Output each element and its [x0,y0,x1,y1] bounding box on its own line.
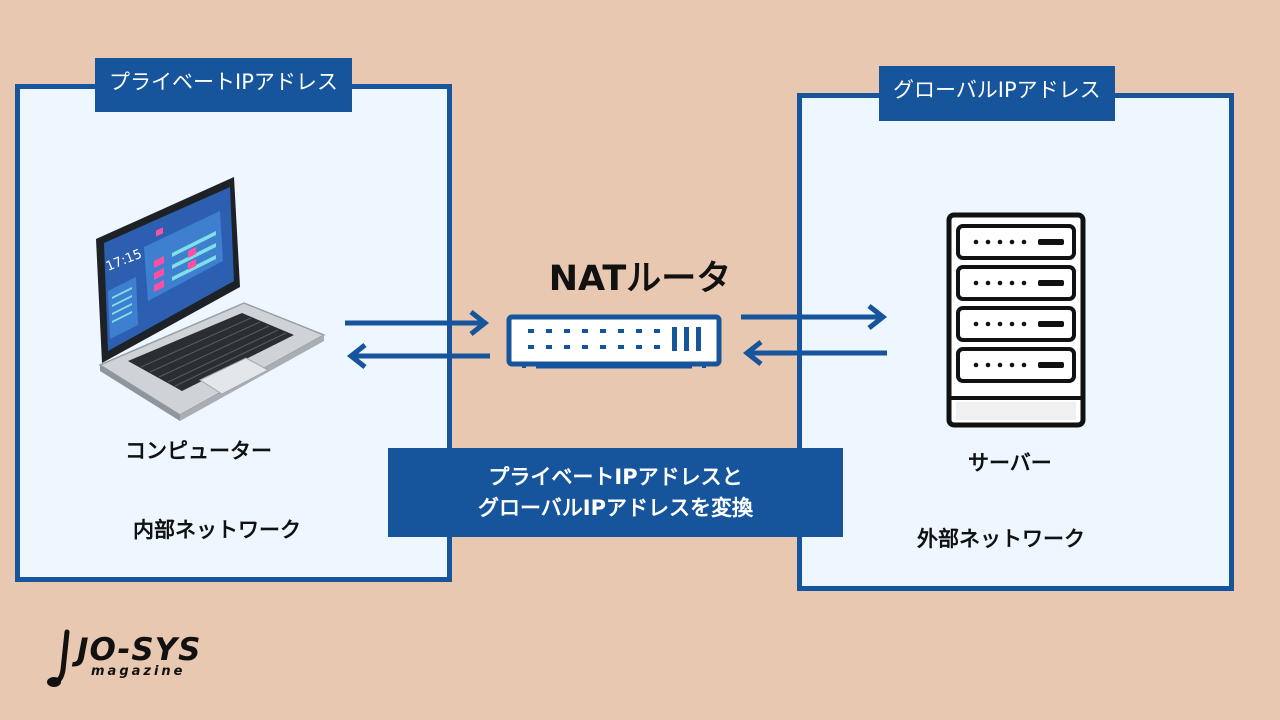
arrow-left-server-to-router [742,340,887,366]
arrow-right-router-to-server [741,304,888,330]
laptop-icon: 17:15 [96,177,326,421]
global-ip-tag: グローバルIPアドレス [879,66,1115,121]
nat-router-title: NATルータ [548,259,732,299]
server-label: サーバー [968,451,1052,475]
logo-main-text: JO-SYS [77,632,202,668]
computer-label: コンピューター [125,439,272,463]
router-icon [506,314,722,369]
external-network-label: 外部ネットワーク [917,527,1085,551]
internal-network-label: 内部ネットワーク [133,518,301,542]
jo-sys-logo: JO-SYS magazine [45,629,225,692]
server-icon [946,212,1086,428]
arrow-left-router-to-left [346,343,490,369]
conversion-caption: プライベートIPアドレスと グローバルIPアドレスを変換 [388,448,843,537]
conversion-line-2: グローバルIPアドレスを変換 [478,495,753,520]
logo-mark-icon [47,629,70,687]
logo-sub-text: magazine [91,664,186,679]
private-ip-tag: プライベートIPアドレス [95,58,352,112]
arrow-right-left-to-router [345,310,490,336]
conversion-line-1: プライベートIPアドレスと [488,465,743,490]
